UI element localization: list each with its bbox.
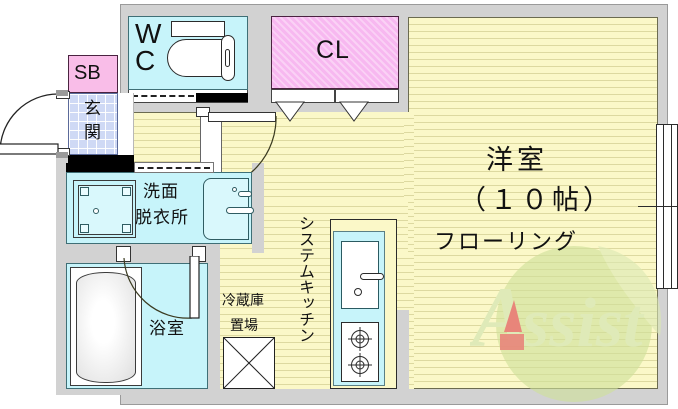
wall-left-outer [56, 164, 68, 389]
bathroom-door-swing-icon-2 [123, 256, 200, 319]
toilet-bowl-icon [167, 39, 225, 77]
fridge-label-1: 冷蔵庫 [222, 292, 264, 308]
refrigerator-slot-icon [223, 337, 275, 389]
bathroom-door-jamb-left-2 [116, 246, 131, 262]
wall-washroom-right [252, 163, 264, 253]
washing-machine-pan-icon-2 [73, 180, 136, 238]
room-entrance: 玄 関 [68, 93, 118, 155]
washroom-sill-black-2 [66, 163, 134, 172]
main-room-size: （１０帖） [459, 185, 614, 215]
wc-door-dashed [132, 95, 194, 97]
wall-stub-left-bottom [56, 152, 68, 158]
room-wc: W C [128, 16, 248, 90]
kitchen-wall-pier [397, 310, 409, 389]
room-washroom-top: 洗面 脱衣所 [66, 172, 254, 244]
kitchen-sink-icon [341, 241, 384, 309]
bathtub-icon-2 [76, 272, 136, 383]
wall-washroom-top [56, 155, 68, 185]
wc-door-sill [196, 93, 248, 102]
room-bathroom-top: 浴室 [66, 263, 208, 389]
wall-stub-left-top [56, 90, 68, 96]
entrance-hall-strip [118, 93, 134, 155]
room-shoebox: SB [68, 55, 118, 93]
wc-label: W C [135, 18, 162, 76]
washroom-door-dashed-2 [138, 167, 210, 169]
upper-hall-floor [200, 112, 412, 122]
wall-washroom-bath [60, 244, 208, 263]
vanity-sink-icon-2 [203, 178, 254, 240]
main-room-flooring: フローリング [434, 229, 579, 254]
entrance-door-swing-icon [0, 93, 59, 155]
toilet-seat-slot-icon [225, 49, 230, 67]
entrance-label-1: 玄 [84, 99, 102, 118]
bathtub-outer-icon-2 [70, 267, 142, 386]
wall-hall-vert-right [208, 244, 220, 389]
washroom-label-1b: 洗面 [143, 182, 179, 201]
shoebox-label: SB [74, 62, 101, 84]
floor-join-strip [404, 112, 414, 389]
toilet-tank-icon [171, 21, 225, 37]
entrance-label-2: 関 [84, 123, 102, 142]
window-center-mark [638, 206, 678, 207]
bathroom-label-2: 浴室 [149, 319, 185, 338]
room-closet: CL [271, 16, 399, 89]
washroom-label-2b: 脱衣所 [135, 208, 189, 227]
gas-stove-icon [341, 322, 379, 382]
closet-open-arrows-icon [275, 101, 369, 122]
fridge-label-2: 置場 [230, 317, 258, 333]
entrance-sill [66, 155, 134, 164]
main-room-title: 洋室 [486, 145, 548, 175]
kitchen-label: システムキッチン [296, 215, 313, 343]
closet-label: CL [316, 36, 350, 64]
